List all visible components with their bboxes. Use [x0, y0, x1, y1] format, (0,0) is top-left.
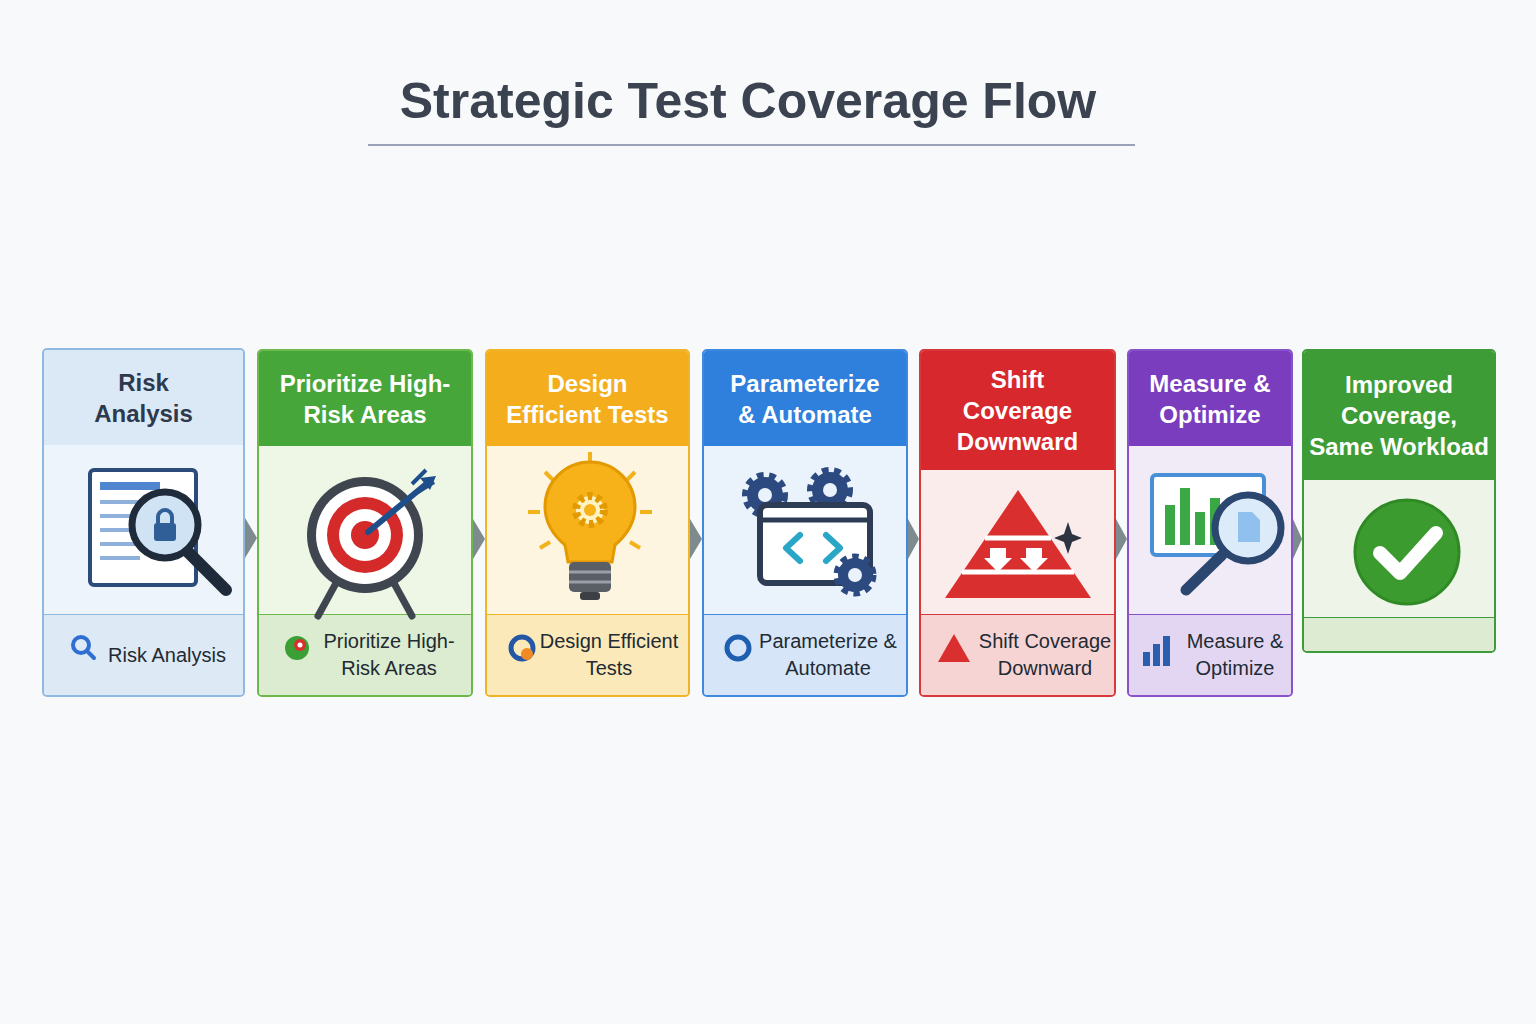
lightbulb-icon-part [580, 592, 600, 600]
gears-code-window-icon-part [760, 505, 870, 583]
box-heading: Prioritize High-Risk Areas [265, 368, 465, 430]
arrow-head [1293, 519, 1302, 559]
box-header: Shift Coverage Downward [921, 351, 1114, 470]
flow-arrow [245, 518, 257, 558]
box-header: Prioritize High-Risk Areas [259, 351, 471, 446]
footer-bars-icon-part [1143, 652, 1150, 666]
box-heading: Risk Analysis [89, 367, 199, 429]
chart-magnifier-icon-part [1215, 495, 1281, 561]
gears-code-window-icon-part [848, 568, 862, 582]
box-header: Design Efficient Tests [487, 351, 688, 446]
check-circle-icon-part [1355, 500, 1459, 604]
chart-magnifier-icon-part [1238, 512, 1260, 542]
footer-bars-icon-part [1163, 636, 1170, 666]
chart-magnifier-icon-part [1195, 512, 1205, 545]
gears-code-window-icon-part [838, 558, 872, 592]
arrow-head [908, 519, 919, 559]
pyramid-icon-part [1020, 548, 1048, 572]
chart-magnifier-icon-part [1180, 488, 1190, 545]
chart-magnifier-icon-part [1165, 505, 1175, 545]
gears-code-window-icon-part [758, 488, 772, 502]
document-magnifier-icon-part [100, 542, 135, 546]
target-icon-part [327, 497, 403, 573]
gears-code-window-icon-part [826, 535, 840, 561]
footer-bars-icon-part [1153, 644, 1160, 666]
pyramid-icon-part [984, 548, 1012, 572]
check-circle-icon-part [1380, 533, 1436, 573]
flow-arrow [1293, 519, 1302, 559]
document-magnifier-icon-part [100, 482, 160, 490]
title-rule [368, 144, 1135, 146]
target-icon-part [307, 477, 423, 593]
footer-priority-icon-part [294, 639, 306, 651]
lightbulb-icon-part [569, 562, 611, 592]
box-header: Measure & Optimize [1129, 351, 1291, 446]
pyramid-icon-part [985, 536, 1051, 541]
gears-code-window-icon-part [786, 535, 800, 561]
lightbulb-icon-part [569, 571, 611, 574]
document-magnifier-icon-part [132, 492, 198, 558]
box-header: Parameterize & Automate [704, 351, 906, 446]
footer-design-icon-part [521, 648, 533, 660]
lightbulb-icon-part [528, 510, 540, 514]
box-heading: Shift Coverage Downward [953, 364, 1083, 457]
flow-arrow [908, 519, 919, 559]
box-caption: Prioritize High-Risk Areas [309, 628, 469, 682]
document-magnifier-icon-part [100, 556, 140, 560]
box-header: Improved Coverage, Same Workload [1304, 351, 1494, 480]
arrow-head [245, 518, 257, 558]
box-heading: Parameterize & Automate [723, 368, 888, 430]
box-heading: Measure & Optimize [1135, 368, 1285, 430]
box-footer: Design Efficient Tests [487, 614, 688, 695]
box-footer: Risk Analysis [44, 614, 243, 695]
lightbulb-icon-part [569, 581, 611, 584]
target-icon-part [316, 486, 414, 584]
flow-arrow [473, 519, 485, 559]
lightbulb-icon-part [576, 496, 604, 524]
arrow-head [1116, 519, 1127, 559]
document-magnifier-icon-part [154, 523, 176, 541]
gears-code-window-icon-part [823, 483, 837, 497]
lightbulb-icon-part [584, 504, 596, 516]
box-heading: Design Efficient Tests [500, 368, 675, 430]
box-caption: Parameterize & Automate [759, 628, 897, 682]
box-caption: Shift Coverage Downward [976, 628, 1114, 682]
check-circle-icon [1355, 500, 1459, 604]
target-icon-part [368, 485, 425, 532]
box-caption: Design Efficient Tests [539, 628, 679, 682]
arrow-head [690, 519, 702, 559]
arrow-head [473, 519, 485, 559]
box-header: Risk Analysis [44, 350, 243, 445]
pyramid-icon-part [962, 570, 1074, 575]
diagram-title: Strategic Test Coverage Flow [0, 72, 1496, 130]
footer-priority-icon-part [285, 636, 309, 660]
footer-priority-icon-part [298, 643, 303, 648]
box-footer [1304, 617, 1494, 651]
document-magnifier-icon-part [158, 510, 172, 523]
flow-arrow [690, 519, 702, 559]
flow-arrow [1116, 519, 1127, 559]
footer-priority-icon [285, 636, 309, 660]
gears-code-window-icon-part [760, 518, 870, 523]
check-circle-icon-part [1355, 500, 1459, 604]
box-caption: Measure & Optimize [1181, 628, 1289, 682]
box-footer: Parameterize & Automate [704, 614, 906, 695]
box-caption: Risk Analysis [102, 642, 232, 669]
box-heading: Improved Coverage, Same Workload [1308, 369, 1490, 462]
lightbulb-icon-part [640, 510, 652, 514]
